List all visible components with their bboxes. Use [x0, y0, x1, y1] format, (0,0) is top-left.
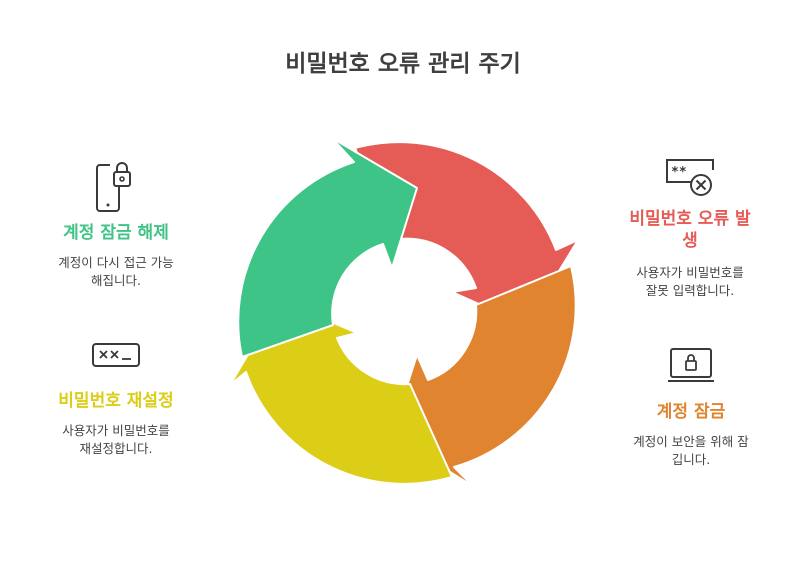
stage-error-label: 비밀번호 오류 발 생 — [602, 208, 778, 252]
locked-laptop-icon — [668, 348, 714, 382]
stage-lock-label: 계정 잠금 — [656, 402, 726, 422]
stage-unlock-label: 계정 잠금 해제 — [63, 223, 169, 243]
unlocked-phone-icon — [96, 162, 131, 212]
stage-lock-desc-line1: 계정이 보안을 위해 잠 — [633, 434, 749, 449]
cycle-arrow-reset — [229, 299, 453, 485]
stage-error-desc-line2: 잘못 입력합니다. — [645, 283, 735, 298]
stage-unlock-desc: 계정이 다시 접근 가능 해집니다. — [31, 254, 201, 290]
password-field-icon — [92, 343, 140, 367]
stage-error-desc-line1: 사용자가 비밀번호를 — [636, 265, 744, 280]
stage-reset-desc-line1: 사용자가 비밀번호를 — [62, 423, 170, 438]
stage-error-label-line1: 비밀번호 오류 발 — [629, 209, 751, 229]
stage-password-reset: 비밀번호 재설정 사용자가 비밀번호를 재설정합니다. — [31, 342, 201, 458]
stage-error-desc: 사용자가 비밀번호를 잘못 입력합니다. — [602, 264, 778, 300]
stage-error-label-line2: 생 — [682, 231, 698, 251]
password-error-icon: ** — [666, 159, 714, 196]
stage-password-error: ** 비밀번호 오류 발 생 사용자가 비밀번호를 잘못 입력합니다. — [602, 156, 778, 300]
stage-lock-desc-line2: 깁니다. — [671, 452, 711, 467]
svg-text:**: ** — [671, 165, 687, 180]
stage-account-unlock: 계정 잠금 해제 계정이 다시 접근 가능 해집니다. — [31, 160, 201, 290]
stage-lock-desc: 계정이 보안을 위해 잠 깁니다. — [606, 433, 776, 469]
stage-account-lock: 계정 잠금 계정이 보안을 위해 잠 깁니다. — [606, 346, 776, 469]
diagram-title: 비밀번호 오류 관리 주기 — [285, 51, 521, 77]
stage-reset-label: 비밀번호 재설정 — [58, 391, 174, 411]
stage-unlock-desc-line2: 해집니다. — [91, 273, 141, 288]
cycle-arrow-lock — [390, 265, 577, 488]
stage-unlock-desc-line1: 계정이 다시 접근 가능 — [58, 255, 174, 270]
cycle-arrow-unlock — [237, 137, 418, 358]
stage-reset-desc: 사용자가 비밀번호를 재설정합니다. — [31, 422, 201, 458]
stage-reset-desc-line2: 재설정합니다. — [79, 441, 153, 456]
